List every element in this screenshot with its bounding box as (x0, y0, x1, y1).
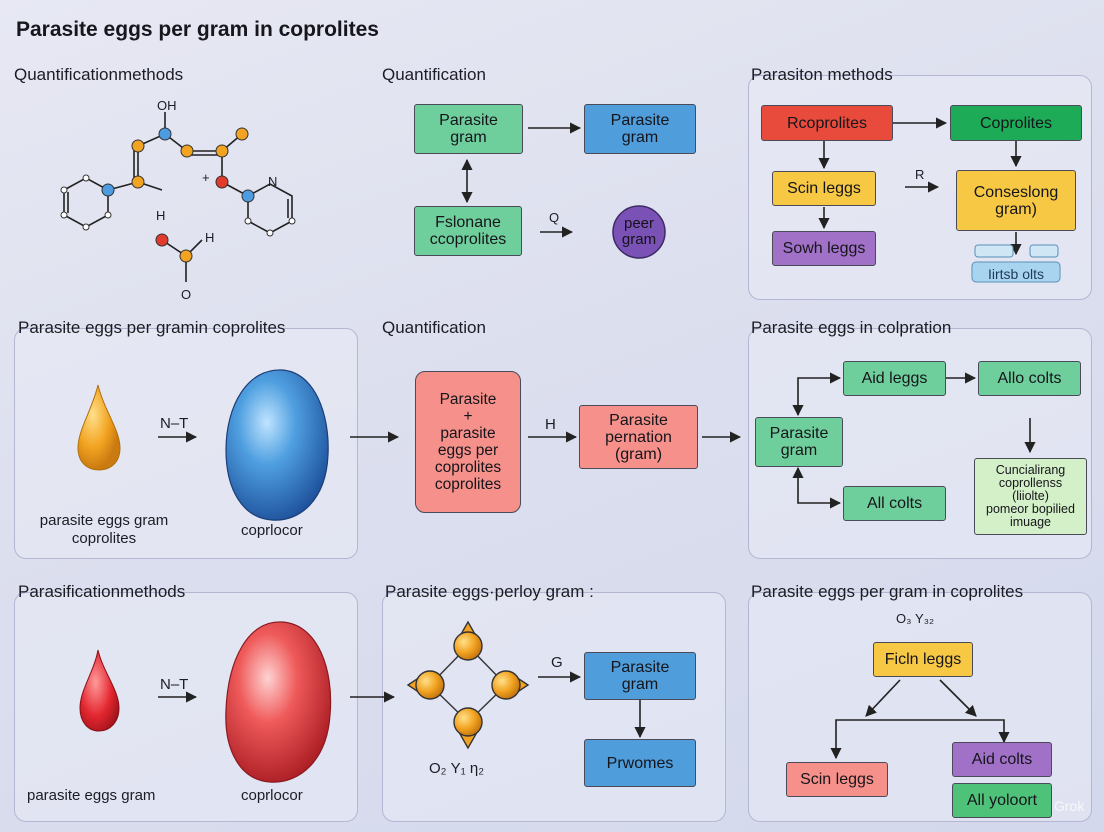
caption-parasite-eggs-gram: parasite eggs gram (27, 787, 156, 804)
arrow-label-h: H (545, 416, 556, 433)
atom-label-h2: H (205, 230, 215, 245)
containers-label: Iirtsb olts (987, 266, 1044, 282)
atom-label-h1: H (156, 208, 166, 223)
section-title-parasite-eggs-colpration: Parasite eggs in colpration (751, 318, 952, 337)
atom-label-n: N (268, 174, 278, 189)
box-cuncialirang-coprollenss[interactable]: Cuncialirang coprollenss (liiolte) pomeo… (974, 458, 1087, 535)
box-parasite-gram-green[interactable]: Parasite gram (414, 104, 523, 154)
box-allo-colts[interactable]: Allo colts (978, 361, 1081, 396)
box-scin-leggs-bottom[interactable]: Scin leggs (786, 762, 888, 797)
atom-label-oh: OH (157, 98, 177, 113)
box-fslonane-ccoprolites[interactable]: Fslonane ccoprolites (414, 206, 522, 256)
box-aid-colts[interactable]: Aid colts (952, 742, 1052, 777)
caption-coprlocor-mid: coprlocor (241, 522, 303, 539)
red-egg (225, 621, 332, 783)
blue-egg (225, 369, 329, 521)
caption-parasite-eggs-gram-coprolites: parasite eggs gram coprolites (39, 512, 169, 547)
box-all-colts[interactable]: All colts (843, 486, 946, 521)
box-parasite-pernation-gram[interactable]: Parasite pernation (gram) (579, 405, 698, 469)
atom-label-o: O (181, 287, 192, 302)
section-title-quantification-top: Quantification (382, 65, 486, 84)
reaction-plus: + (202, 170, 210, 185)
sample-containers (971, 244, 1061, 283)
box-sowh-leggs[interactable]: Sowh leggs (772, 231, 876, 266)
box-coprolites[interactable]: Coprolites (950, 105, 1082, 141)
orange-droplet (77, 384, 121, 471)
arrow-label-n-t-bottom: N–T (160, 676, 189, 693)
box-prwomes[interactable]: Prwomes (584, 739, 696, 787)
section-title-eggs-per-gram-coprolites: Parasite eggs per gram in coprolites (751, 582, 1024, 601)
section-title-parasite-eggs-gramin: Parasite eggs per gramin coprolites (18, 318, 286, 337)
arrow-label-g: G (551, 654, 563, 671)
formula-bottom-right: O₃ Υ₃₂ (896, 611, 935, 626)
box-parasite-eggs-per-coprolites[interactable]: Parasite + parasite eggs per coprolites … (415, 371, 521, 513)
arrow-label-n-t-mid: N–T (160, 415, 189, 432)
box-parasite-gram-bottom[interactable]: Parasite gram (584, 652, 696, 700)
red-droplet (79, 649, 120, 732)
section-title-quantificationmethods: Quantificationmethods (14, 65, 184, 84)
box-ficln-leggs[interactable]: Ficln leggs (873, 642, 973, 677)
section-title-parasiton-methods: Parasiton methods (751, 65, 893, 84)
circle-label-peer-gram: peer gram (621, 215, 657, 248)
box-scin-leggs[interactable]: Scin leggs (772, 171, 876, 206)
box-parasite-gram-mid[interactable]: Parasite gram (755, 417, 843, 467)
arrow-label-r: R (915, 167, 925, 182)
box-all-yoloort[interactable]: All yoloort (952, 783, 1052, 818)
page-title: Parasite eggs per gram in coprolites (16, 18, 379, 41)
box-rcoprolites[interactable]: Rcoprolites (761, 105, 893, 141)
section-title-parasificationmethods: Parasificationmethods (18, 582, 186, 601)
peer-gram-circle (612, 205, 666, 259)
section-title-quantification-mid: Quantification (382, 318, 486, 337)
box-conseslong-gram[interactable]: Conseslong gram) (956, 170, 1076, 231)
formula-bottom-left: O₂ Υ₁ η₂ (429, 760, 485, 777)
caption-coprlocor-bottom: coprlocor (241, 787, 303, 804)
arrow-label-q: Q (549, 210, 560, 225)
box-aid-leggs[interactable]: Aid leggs (843, 361, 946, 396)
molecule-structure (63, 112, 293, 282)
molecule-atoms (60, 127, 296, 263)
diamond-network (406, 620, 530, 750)
section-title-parasite-eggs-perloy: Parasite eggs·perloy gram : (385, 582, 594, 601)
box-parasite-gram-blue[interactable]: Parasite gram (584, 104, 696, 154)
watermark: Grok (1054, 798, 1085, 814)
